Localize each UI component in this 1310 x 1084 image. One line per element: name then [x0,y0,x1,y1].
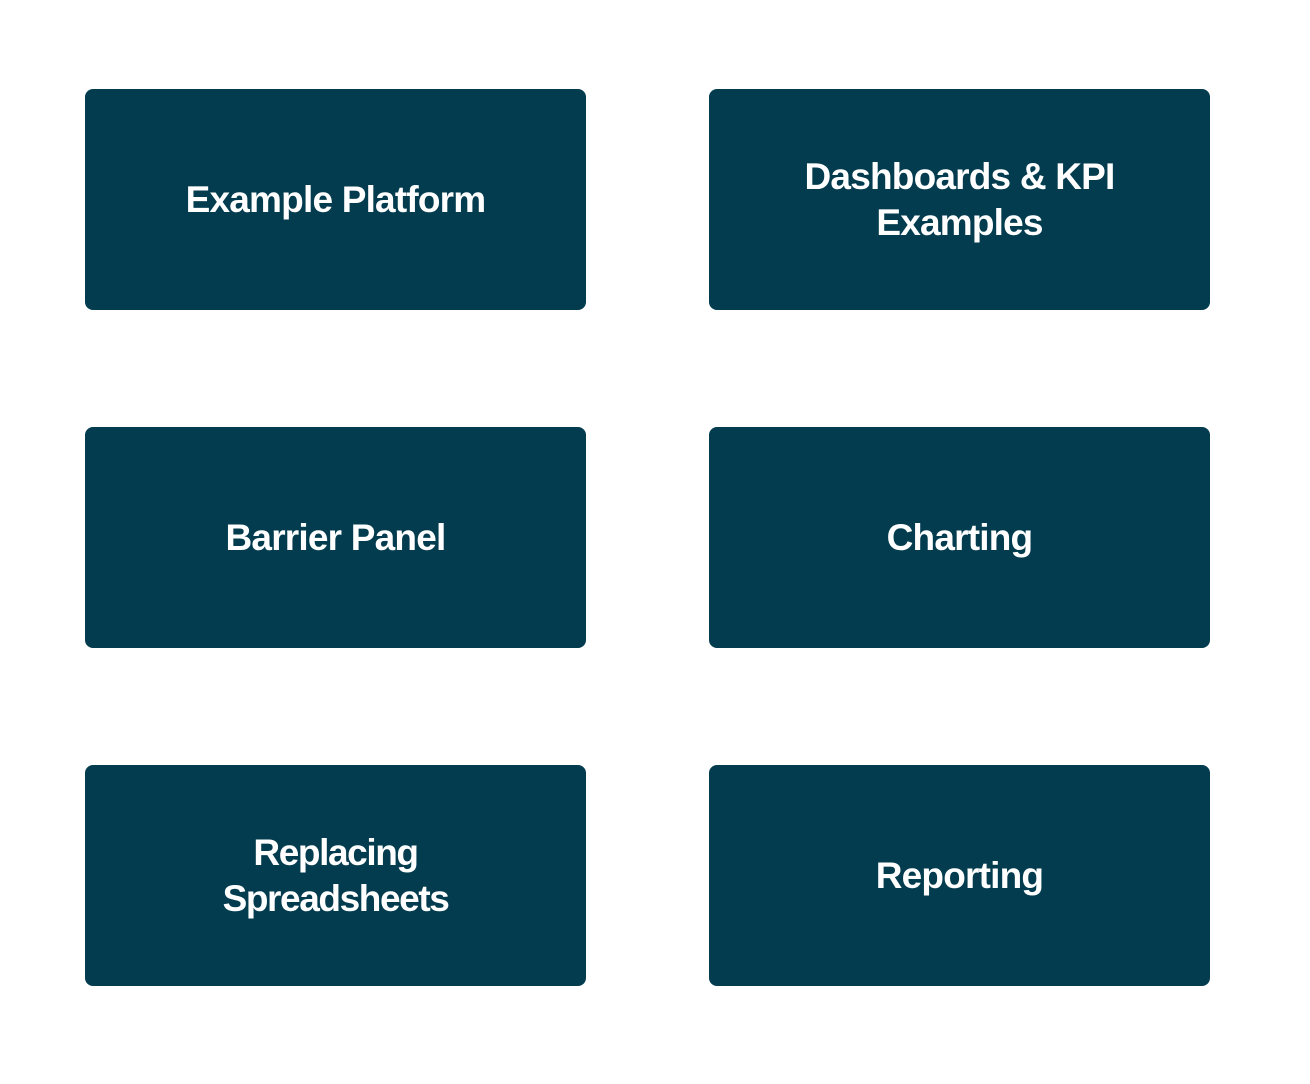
tile-label: Dashboards & KPI Examples [804,155,1116,243]
tile-label: Reporting [875,854,1044,896]
tile-reporting[interactable]: Reporting [709,765,1210,986]
tile-label: Replacing Spreadsheets [222,831,450,919]
tile-barrier-panel[interactable]: Barrier Panel [85,427,586,648]
navigation-tile-grid: Example Platform Dashboards & KPI Exampl… [85,89,1210,986]
tile-dashboards-kpi-examples[interactable]: Dashboards & KPI Examples [709,89,1210,310]
tile-label: Charting [886,516,1034,558]
tile-example-platform[interactable]: Example Platform [85,89,586,310]
tile-replacing-spreadsheets[interactable]: Replacing Spreadsheets [85,765,586,986]
tile-charting[interactable]: Charting [709,427,1210,648]
tile-label: Example Platform [185,178,487,220]
tile-label: Barrier Panel [225,516,447,558]
